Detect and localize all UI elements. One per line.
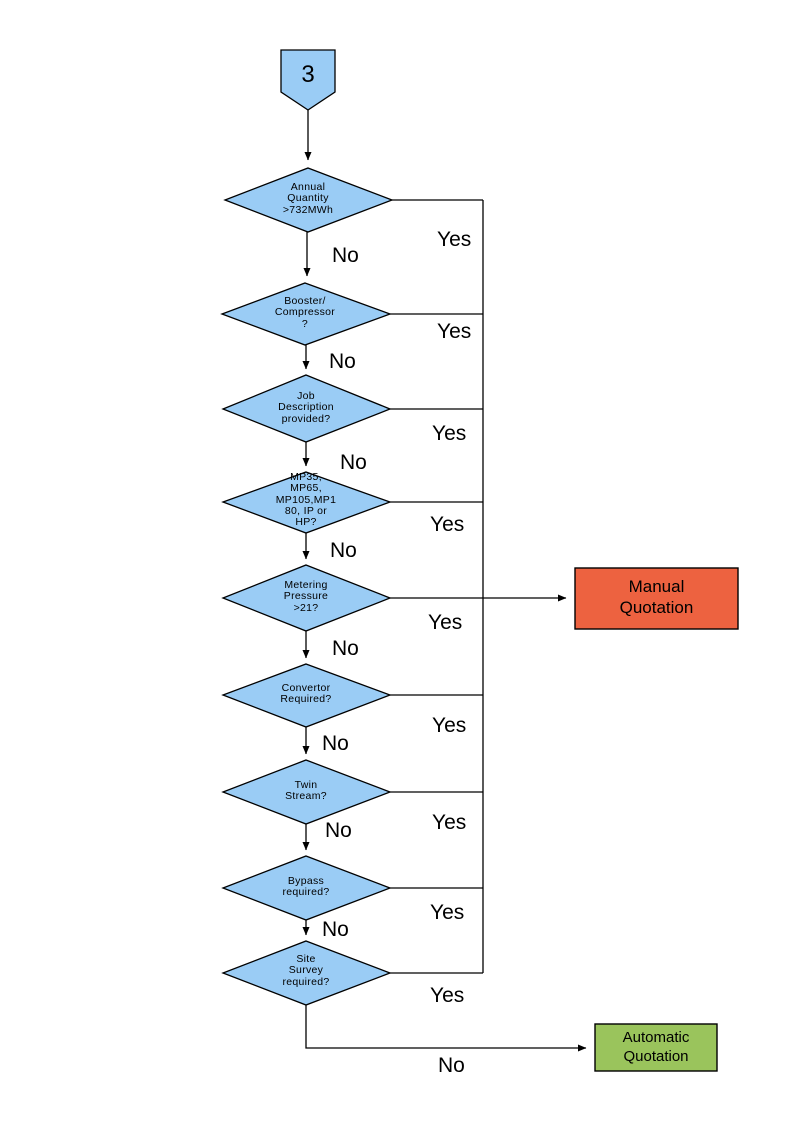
edge-label-yes-booster-compressor: Yes	[437, 320, 472, 343]
edge-label-yes-bypass: Yes	[430, 901, 465, 924]
edge-label-yes-metering-pressure: Yes	[428, 611, 463, 634]
edge-label-no-twin-stream: No	[325, 819, 352, 842]
start-connector[interactable]	[281, 50, 335, 110]
decision-annual-quantity-shape	[223, 167, 394, 233]
terminal-manual-quotation-shape	[574, 567, 739, 630]
edge-label-no-convertor: No	[322, 732, 349, 755]
edge-label-yes-site-survey: Yes	[430, 984, 465, 1007]
decision-booster-compressor-shape	[220, 282, 392, 346]
edge-label-yes-twin-stream: Yes	[432, 811, 467, 834]
edge-label-yes-convertor: Yes	[432, 714, 467, 737]
edge-label-no-metering-pressure: No	[332, 637, 359, 660]
edge-label-no-annual-quantity: No	[332, 244, 359, 267]
edge-label-yes-pressure-tier: Yes	[430, 513, 465, 536]
decision-job-description[interactable]	[223, 375, 390, 442]
decision-site-survey[interactable]	[223, 941, 390, 1005]
decision-booster-compressor[interactable]	[222, 283, 390, 345]
terminal-automatic-quotation-shape	[594, 1023, 718, 1072]
edge-label-no-site-survey: No	[438, 1054, 465, 1077]
edge-no-site-survey-to-automatic	[305, 1005, 587, 1052]
decision-twin-stream[interactable]	[223, 760, 390, 824]
edge-label-no-job-description: No	[340, 451, 367, 474]
edge-label-yes-annual-quantity: Yes	[437, 228, 472, 251]
decision-pressure-tier[interactable]	[223, 472, 390, 533]
decision-bypass[interactable]	[223, 856, 390, 920]
edge-label-yes-job-description: Yes	[432, 422, 467, 445]
decision-metering-pressure[interactable]	[223, 565, 390, 631]
edge-label-no-booster-compressor: No	[329, 350, 356, 373]
edge-label-no-pressure-tier: No	[330, 539, 357, 562]
start-connector-shape	[280, 49, 336, 111]
edge-label-no-bypass: No	[322, 918, 349, 941]
terminal-automatic-quotation[interactable]	[595, 1024, 717, 1071]
decision-convertor[interactable]	[223, 664, 390, 727]
decision-annual-quantity[interactable]	[225, 168, 392, 232]
terminal-manual-quotation[interactable]	[575, 568, 738, 629]
